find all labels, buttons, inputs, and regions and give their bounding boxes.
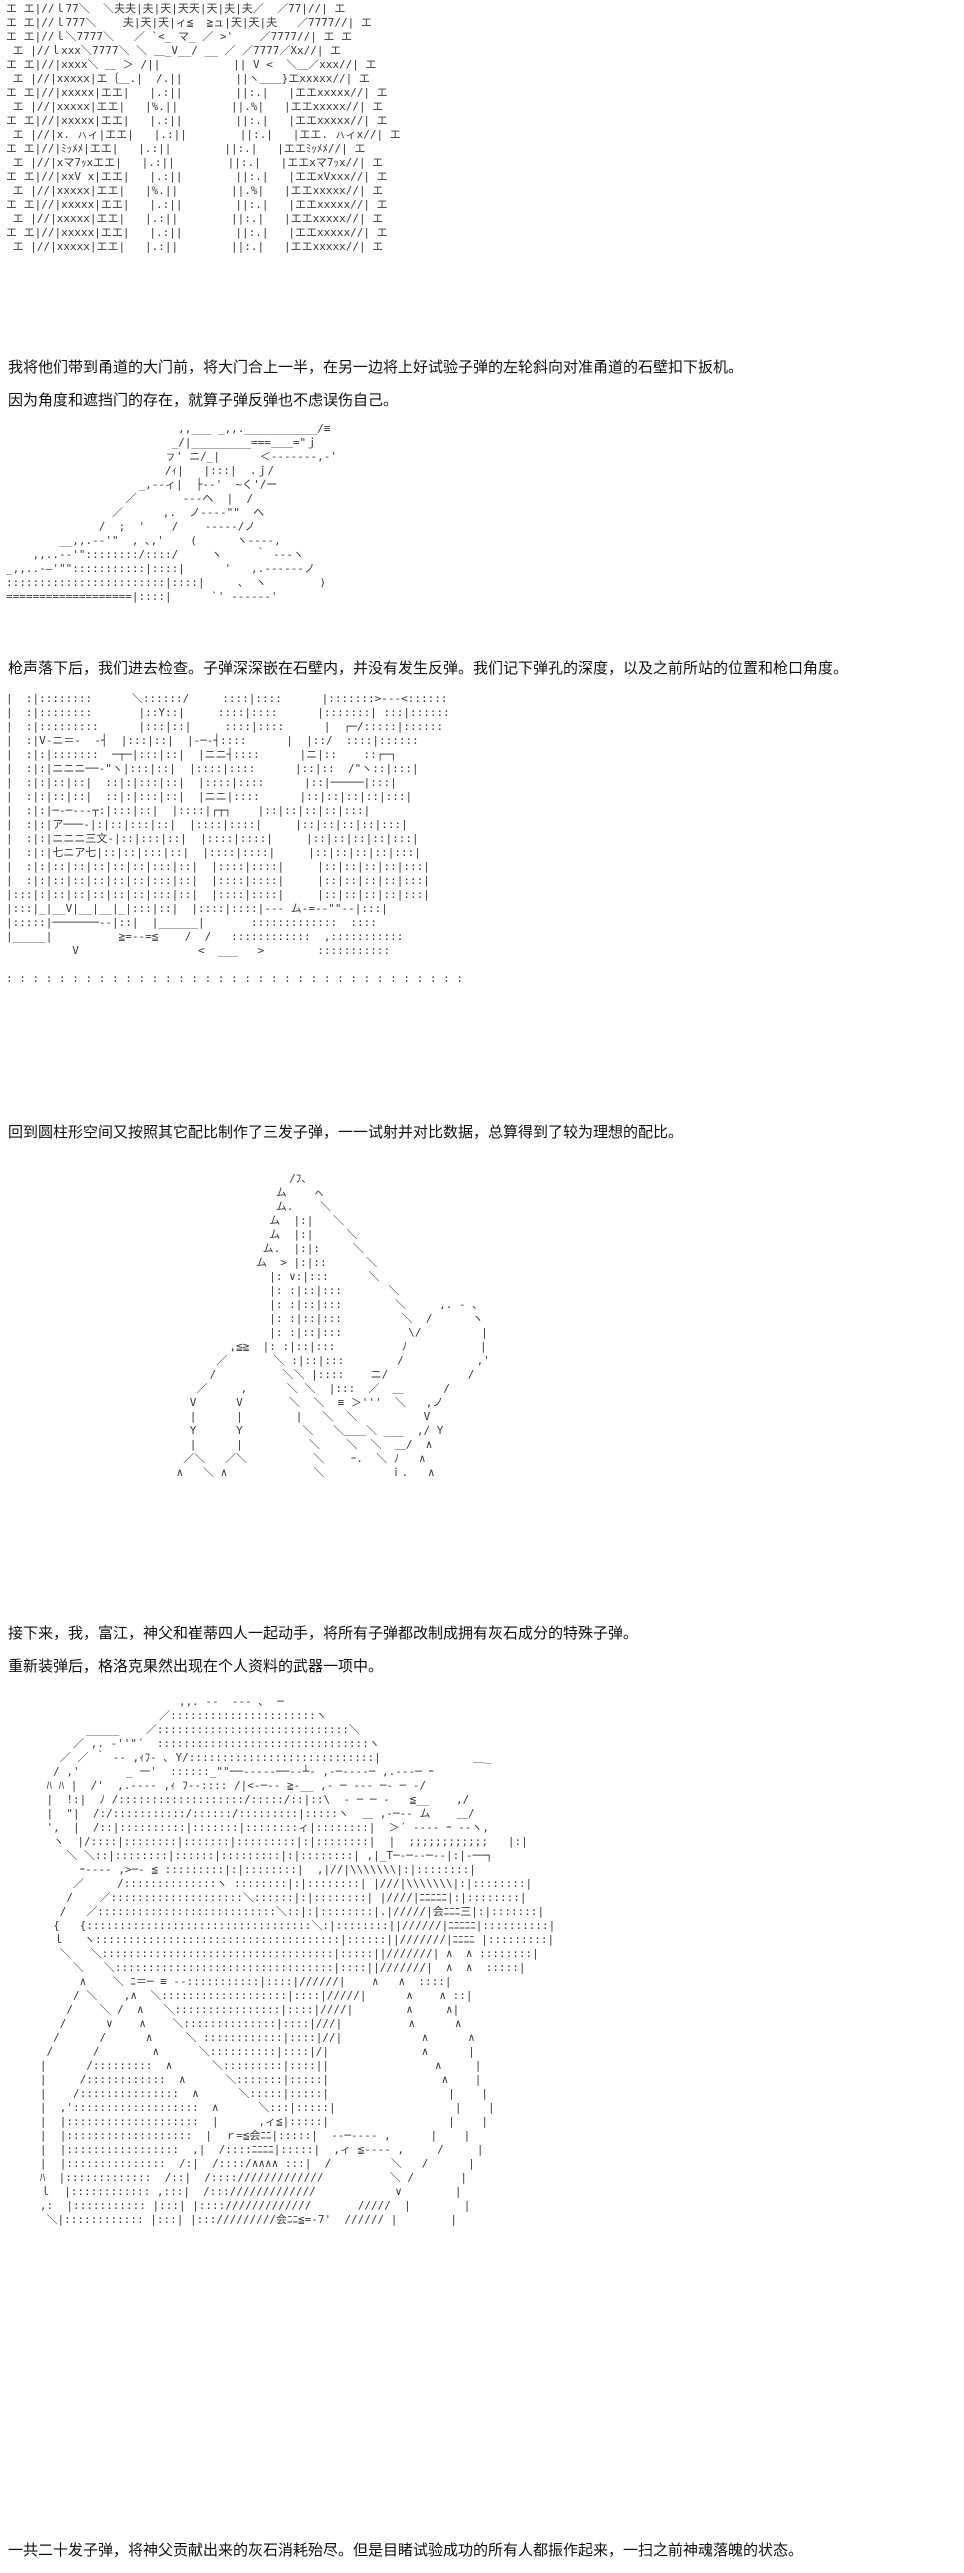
caption-5: 接下来，我，富江，神父和崔蒂四人一起动手，将所有子弹都改制成拥有灰石成分的特殊子… — [8, 1624, 639, 1642]
ascii-art-bullet: /ﾌ、 ム ㇸ ム. ＼ ム |:| ＼ ム |:| ＼ ム. |:|: ＼ ム… — [176, 1172, 490, 1479]
ascii-art-group: ,,. -‐ ‐‐- ､ ─ ／::::::::::::::::::::::ヽ … — [39, 1695, 556, 2226]
caption-6: 重新装弹后，格洛克果然出现在个人资料的武器一项中。 — [8, 1657, 384, 1675]
ascii-art-gate: エ エ|//ｌ77＼ ＼夫夫|夫|天|天天|天|夫|夫／ ／77|//| エ エ… — [6, 2, 401, 253]
caption-1: 我将他们带到甬道的大门前，将大门合上一半，在另一边将上好试验子弹的左轮斜向对准甬… — [8, 358, 744, 376]
caption-4: 回到圆柱形空间又按照其它配比制作了三发子弹，一一试射并对比数据，总算得到了较为理… — [8, 1123, 684, 1141]
caption-7: 一共二十发子弹，将神父贡献出来的灰石消耗殆尽。但是目睹试验成功的所有人都振作起来… — [8, 2541, 804, 2559]
caption-2: 因为角度和遮挡门的存在，就算子弹反弹也不虑误伤自己。 — [8, 391, 399, 409]
ascii-art-gun-hand: ,,___ _,,.___________/≡ _/|_________===＿… — [6, 422, 338, 603]
caption-3: 枪声落下后，我们进去检查。子弹深深嵌在石壁内，并没有发生反弹。我们记下弹孔的深度… — [8, 659, 849, 677]
ascii-art-corridor: | :|:::::::: ＼::::::/ ::::|:::: |:::::::… — [6, 692, 463, 985]
